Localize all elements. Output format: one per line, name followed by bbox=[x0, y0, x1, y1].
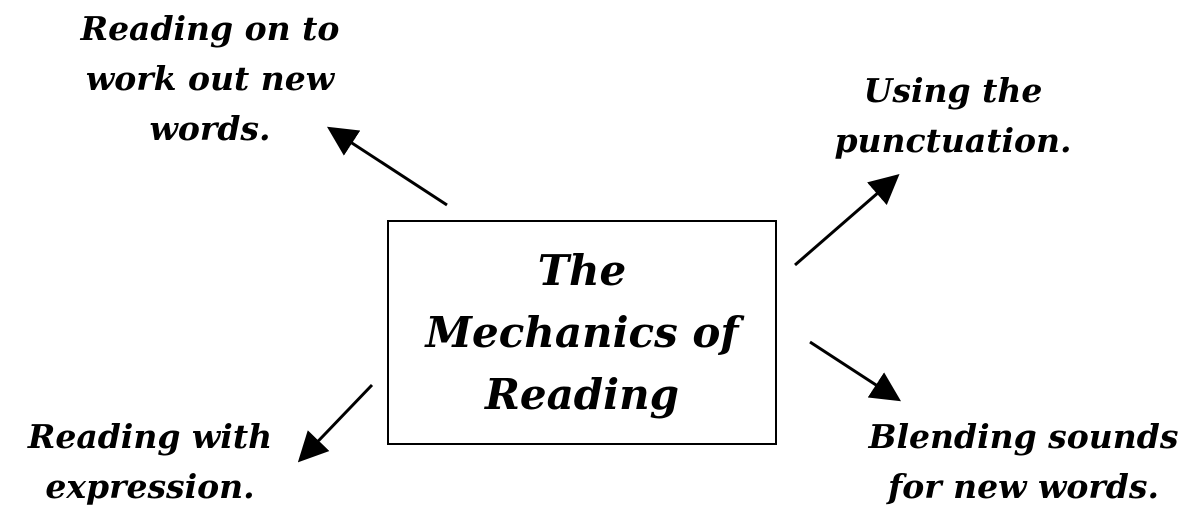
arrow-to-bottom-left bbox=[297, 383, 374, 463]
arrow-to-bottom-right bbox=[809, 340, 902, 402]
label-reading-on: Reading on to work out new words. bbox=[80, 9, 340, 148]
central-concept-title: The Mechanics of Reading bbox=[425, 245, 739, 419]
arrow-to-top-left bbox=[326, 126, 448, 207]
label-reading-expression: Reading with expression. bbox=[27, 417, 273, 506]
central-concept-box: The Mechanics of Reading bbox=[387, 220, 777, 445]
arrow-to-top-right bbox=[794, 174, 900, 267]
label-using-punctuation: Using the punctuation. bbox=[834, 71, 1072, 160]
label-blending-sounds: Blending sounds for new words. bbox=[868, 417, 1179, 506]
